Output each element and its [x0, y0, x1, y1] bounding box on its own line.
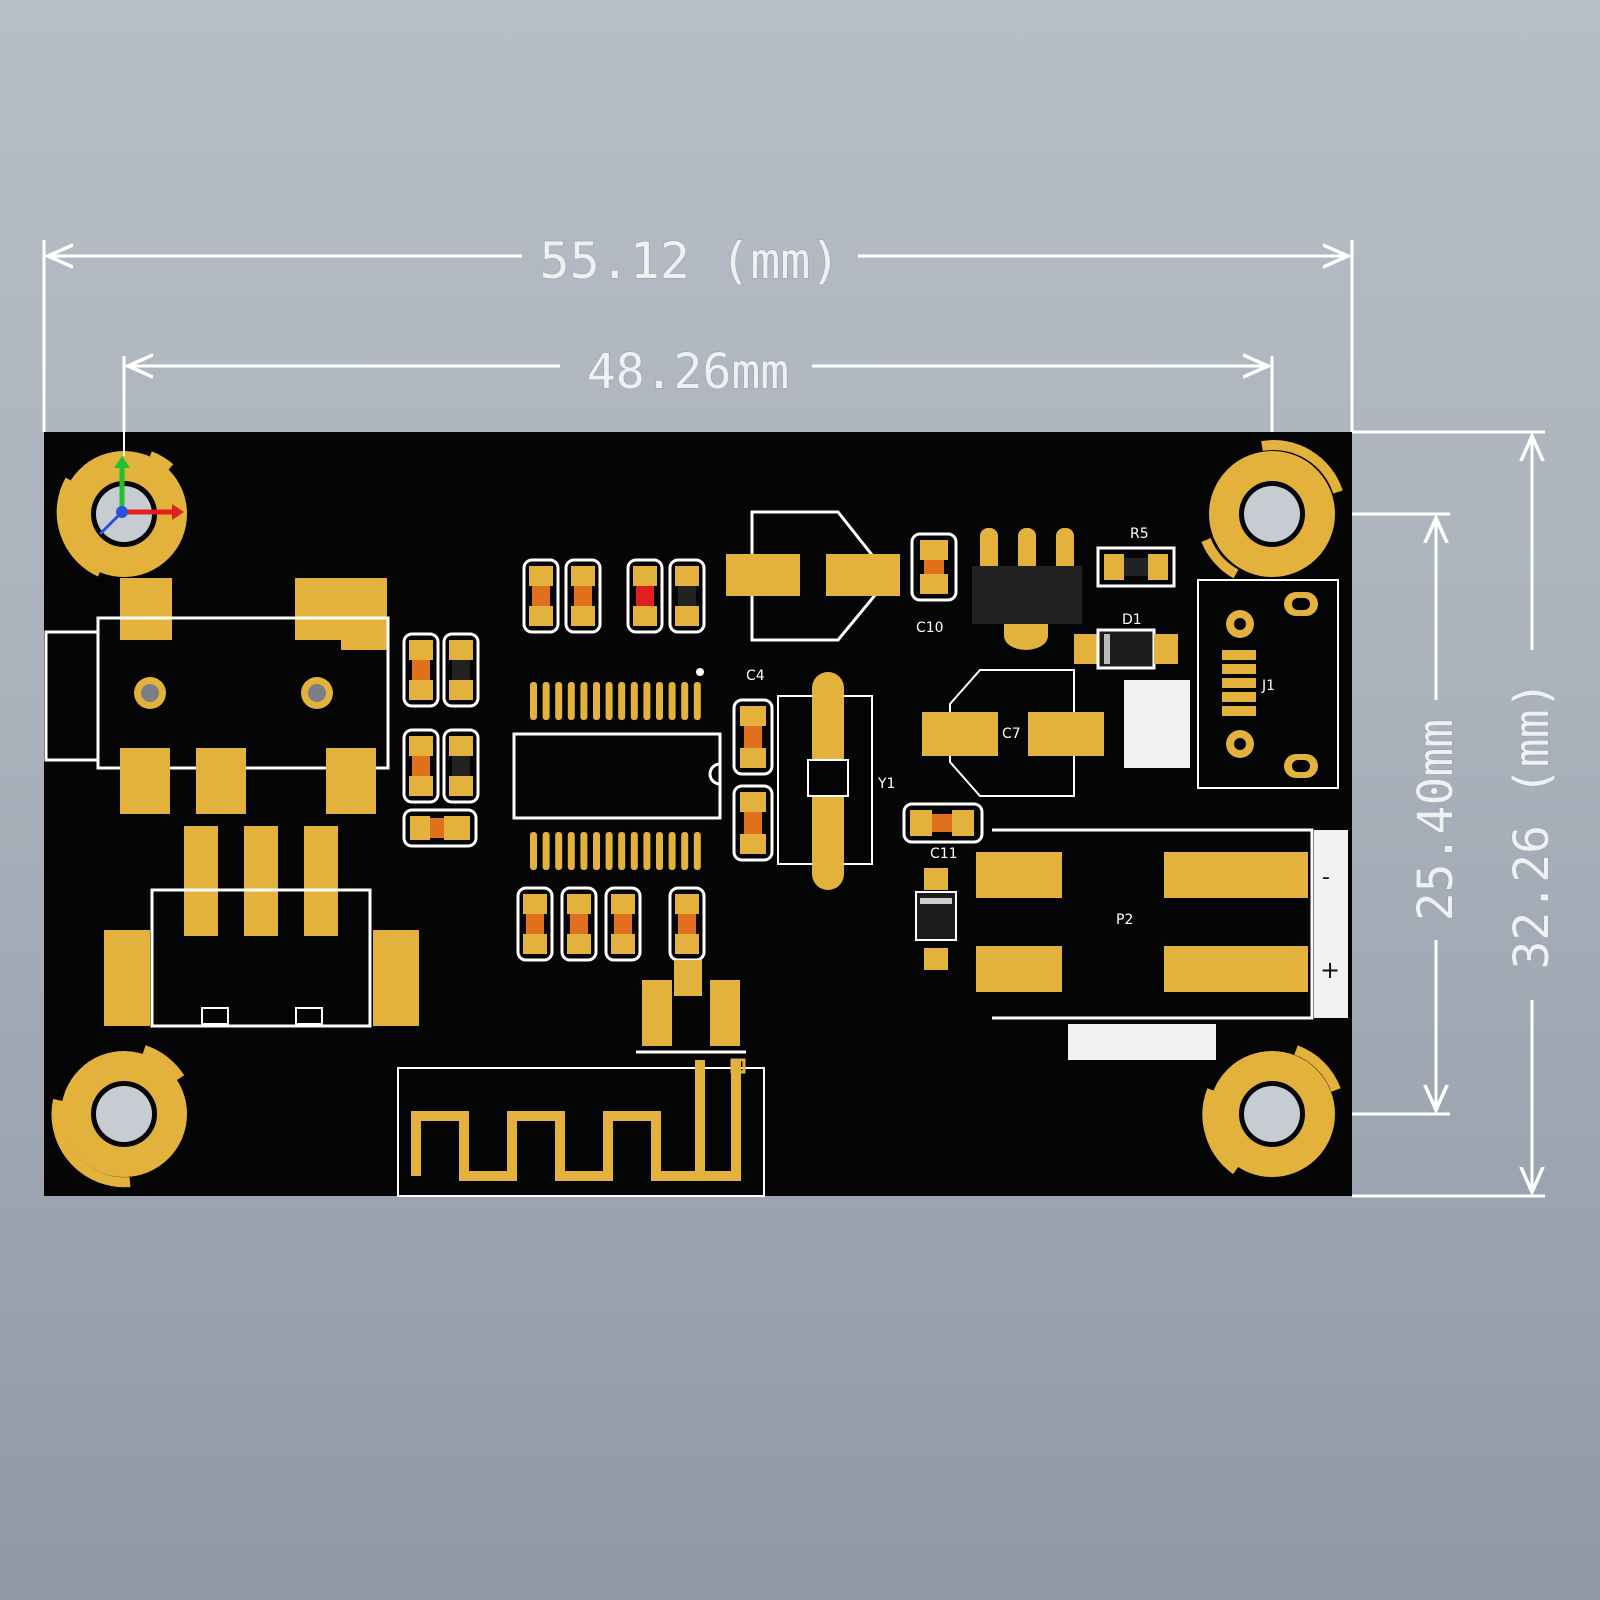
ic-pin — [530, 682, 537, 720]
ic-pin — [580, 832, 588, 870]
smd-passive — [516, 886, 554, 962]
d1-label: D1 — [1122, 612, 1142, 628]
c11-label: C11 — [930, 846, 958, 862]
main-ic — [512, 668, 722, 870]
smd-passive — [442, 632, 480, 708]
smd-passive — [626, 558, 664, 634]
connector-3pin — [104, 826, 419, 1028]
capacitor-c4: C4 — [732, 668, 774, 862]
ic-pin — [605, 682, 613, 720]
c10-label: C10 — [916, 620, 944, 636]
audio-jack — [44, 578, 390, 814]
ic-pin — [693, 682, 701, 720]
smd-passive — [522, 558, 560, 634]
ic-pin — [542, 832, 550, 870]
p2-label: P2 — [1116, 912, 1133, 928]
smd-passives-left — [402, 632, 480, 848]
ic-pin — [643, 682, 651, 720]
smd-passive — [402, 632, 440, 708]
ic-pin — [630, 832, 638, 870]
hole-spacing-x-label: 48.26mm — [587, 344, 789, 400]
silkscreen-block-a — [1124, 680, 1190, 768]
silkscreen-block-b — [1068, 1024, 1216, 1060]
pcb-antenna — [397, 960, 765, 1197]
ic-pin — [530, 832, 537, 870]
pin1-marker — [696, 668, 704, 676]
ic-pin — [618, 682, 626, 720]
capacitor-c7: C7 — [922, 669, 1104, 797]
ic-pin — [668, 832, 676, 870]
ic-pin — [580, 682, 588, 720]
mounting-hole-bottom-left — [51, 1045, 187, 1188]
overall-width-label: 55.12 (mm) — [539, 232, 840, 290]
ic-pin — [555, 832, 563, 870]
crystal-y1: Y1 — [777, 672, 895, 890]
ic-pin — [681, 682, 689, 720]
smd-passive — [564, 558, 602, 634]
ic-pin — [593, 682, 600, 720]
smd-passive — [402, 808, 478, 848]
resistor-r5: R5 — [1096, 526, 1176, 588]
j1-label: J1 — [1261, 678, 1275, 694]
p2-plus-label: + — [1320, 956, 1340, 984]
smd-passive — [604, 886, 642, 962]
p2-minus-label: - — [1322, 865, 1330, 890]
ic-pin — [681, 832, 689, 870]
mounting-hole-bottom-right — [1202, 1045, 1341, 1177]
smd-passive — [668, 558, 706, 634]
ic-pin — [618, 832, 626, 870]
power-connector-p2: - + P2 — [976, 828, 1348, 1020]
ic-pin — [605, 832, 613, 870]
ic-pin — [593, 832, 600, 870]
dimension-overall-width — [42, 240, 1354, 432]
capacitor-top — [726, 510, 900, 642]
capacitor-c11: C11 — [902, 802, 984, 862]
xyz-axis-icon — [98, 400, 184, 536]
diode-d1: D1 — [1074, 612, 1178, 670]
capacitor-c10: C10 — [910, 532, 958, 636]
c7-label: C7 — [1002, 726, 1021, 742]
mounting-hole-top-right — [1201, 440, 1343, 579]
overall-height-label: 32.26 (mm) — [1504, 681, 1560, 970]
smd-passive — [560, 886, 598, 962]
ic-pin — [555, 682, 563, 720]
hole-spacing-y-label: 25.40mm — [1408, 719, 1464, 921]
ic-pin — [643, 832, 651, 870]
c4-label: C4 — [746, 668, 765, 684]
r5-label: R5 — [1130, 526, 1149, 542]
smd-passive — [402, 728, 440, 804]
smd-passive — [442, 728, 480, 804]
ic-pin — [567, 832, 575, 870]
ic-pin — [630, 682, 638, 720]
y1-label: Y1 — [877, 776, 895, 792]
ic-pin — [656, 832, 663, 870]
ic-pin — [567, 682, 575, 720]
voltage-regulator — [972, 528, 1082, 650]
ic-pin — [668, 682, 676, 720]
smd-passive — [668, 886, 706, 962]
dimension-overall-height — [1352, 430, 1545, 1198]
ic-pin — [693, 832, 701, 870]
smd-passives-center — [516, 558, 706, 962]
diode-small — [915, 868, 957, 970]
ic-pin — [542, 682, 550, 720]
usb-connector-j1: J1 — [1197, 579, 1339, 789]
ic-pin — [656, 682, 663, 720]
